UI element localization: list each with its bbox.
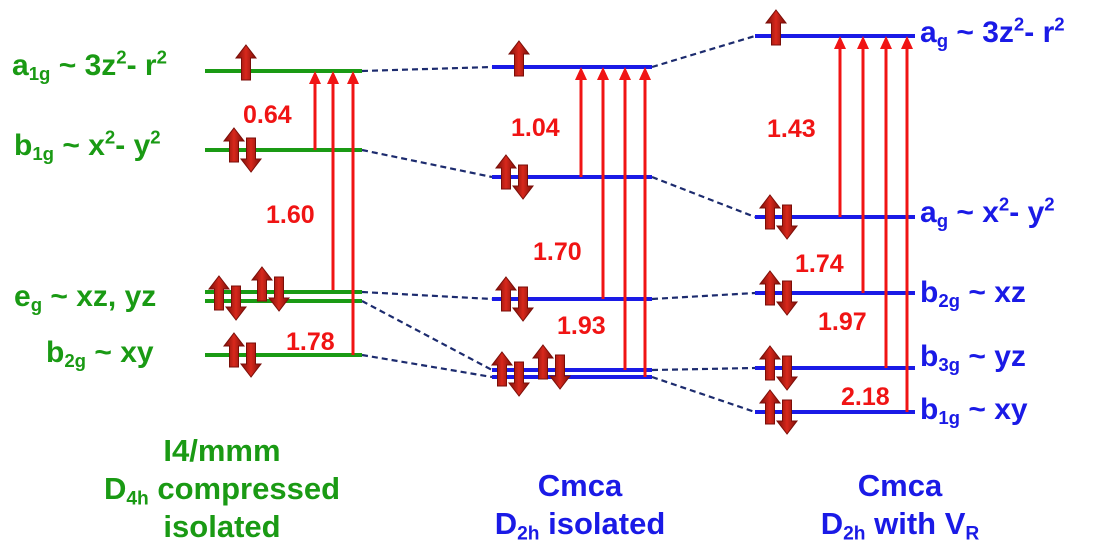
transition-arrow bbox=[575, 67, 587, 177]
spin-up-icon bbox=[764, 9, 788, 46]
transition-arrows bbox=[309, 36, 913, 412]
transition-value: 1.74 bbox=[795, 250, 844, 278]
level-label-b2g-xz: b2g ~ xz bbox=[920, 276, 1026, 312]
correlation-line bbox=[651, 34, 756, 69]
spin-pair-icon bbox=[494, 276, 535, 322]
spin-pair-icon bbox=[207, 275, 248, 321]
caption-middle-line2: D2h isolated bbox=[494, 506, 666, 545]
caption-right-line1: Cmca bbox=[857, 468, 943, 503]
transition-arrow bbox=[597, 67, 609, 299]
correlation-line bbox=[361, 148, 493, 179]
correlation-lines bbox=[361, 34, 756, 414]
spin-pair-icon bbox=[758, 389, 799, 435]
transition-arrow bbox=[619, 67, 631, 370]
transition-value: 1.97 bbox=[818, 308, 867, 336]
level-label-ag-x2y2: ag ~ x2- y2 bbox=[920, 193, 1055, 232]
transition-value: 0.64 bbox=[243, 101, 292, 129]
transition-value: 2.18 bbox=[841, 383, 890, 411]
spin-pair-icon bbox=[222, 332, 263, 378]
level-label-a1g: a1g ~ 3z2- r2 bbox=[12, 46, 167, 85]
transition-value: 1.70 bbox=[533, 238, 582, 266]
correlation-line bbox=[361, 353, 493, 379]
spin-pair-icon bbox=[222, 127, 263, 173]
correlation-line bbox=[361, 300, 493, 371]
transition-arrow bbox=[309, 71, 321, 150]
transition-arrow bbox=[857, 36, 869, 293]
spin-pair-icon bbox=[758, 345, 799, 391]
correlation-line bbox=[651, 366, 756, 372]
level-label-ag-3z2: ag ~ 3z2- r2 bbox=[920, 13, 1065, 52]
transition-arrow bbox=[347, 71, 359, 355]
transition-arrow bbox=[834, 36, 846, 217]
level-label-b1g: b1g ~ x2- y2 bbox=[14, 126, 161, 165]
transition-arrow bbox=[901, 36, 913, 412]
transition-arrow bbox=[327, 71, 339, 290]
spin-pair-icon bbox=[758, 270, 799, 316]
caption-left-line3: isolated bbox=[163, 509, 281, 545]
electron-spins bbox=[207, 9, 799, 435]
spin-pair-icon bbox=[531, 344, 572, 390]
caption-left-line1: I4/mmm bbox=[163, 433, 281, 468]
level-label-b2g: b2g ~ xy bbox=[46, 336, 154, 372]
correlation-line bbox=[361, 65, 493, 73]
transition-arrow bbox=[880, 36, 892, 368]
spin-up-icon bbox=[234, 44, 258, 81]
level-label-eg: eg ~ xz, yz bbox=[14, 280, 157, 316]
transition-value: 1.93 bbox=[557, 312, 606, 340]
correlation-line bbox=[651, 291, 756, 301]
spin-up-icon bbox=[507, 40, 531, 77]
caption-middle-line1: Cmca bbox=[537, 468, 623, 503]
transition-value: 1.78 bbox=[286, 328, 335, 356]
caption-left: I4/mmm D4h compressed isolated bbox=[82, 432, 362, 546]
level-label-b3g-yz: b3g ~ yz bbox=[920, 340, 1026, 376]
spin-pair-icon bbox=[490, 351, 531, 397]
spin-pair-icon bbox=[250, 266, 291, 312]
caption-left-line2: D4h compressed bbox=[103, 471, 341, 510]
spin-pair-icon bbox=[758, 194, 799, 240]
transition-value: 1.04 bbox=[511, 114, 560, 142]
transition-value: 1.43 bbox=[767, 115, 816, 143]
correlation-line bbox=[651, 375, 756, 414]
transition-value: 1.60 bbox=[266, 201, 315, 229]
caption-right: Cmca D2h with VR bbox=[780, 467, 1020, 545]
caption-right-line2: D2h with VR bbox=[820, 506, 980, 545]
transition-arrow bbox=[639, 67, 651, 377]
spin-pair-icon bbox=[494, 154, 535, 200]
level-label-b1g-xy: b1g ~ xy bbox=[920, 393, 1028, 429]
caption-middle: Cmca D2h isolated bbox=[460, 467, 700, 545]
correlation-line bbox=[651, 175, 756, 219]
correlation-line bbox=[361, 290, 493, 301]
